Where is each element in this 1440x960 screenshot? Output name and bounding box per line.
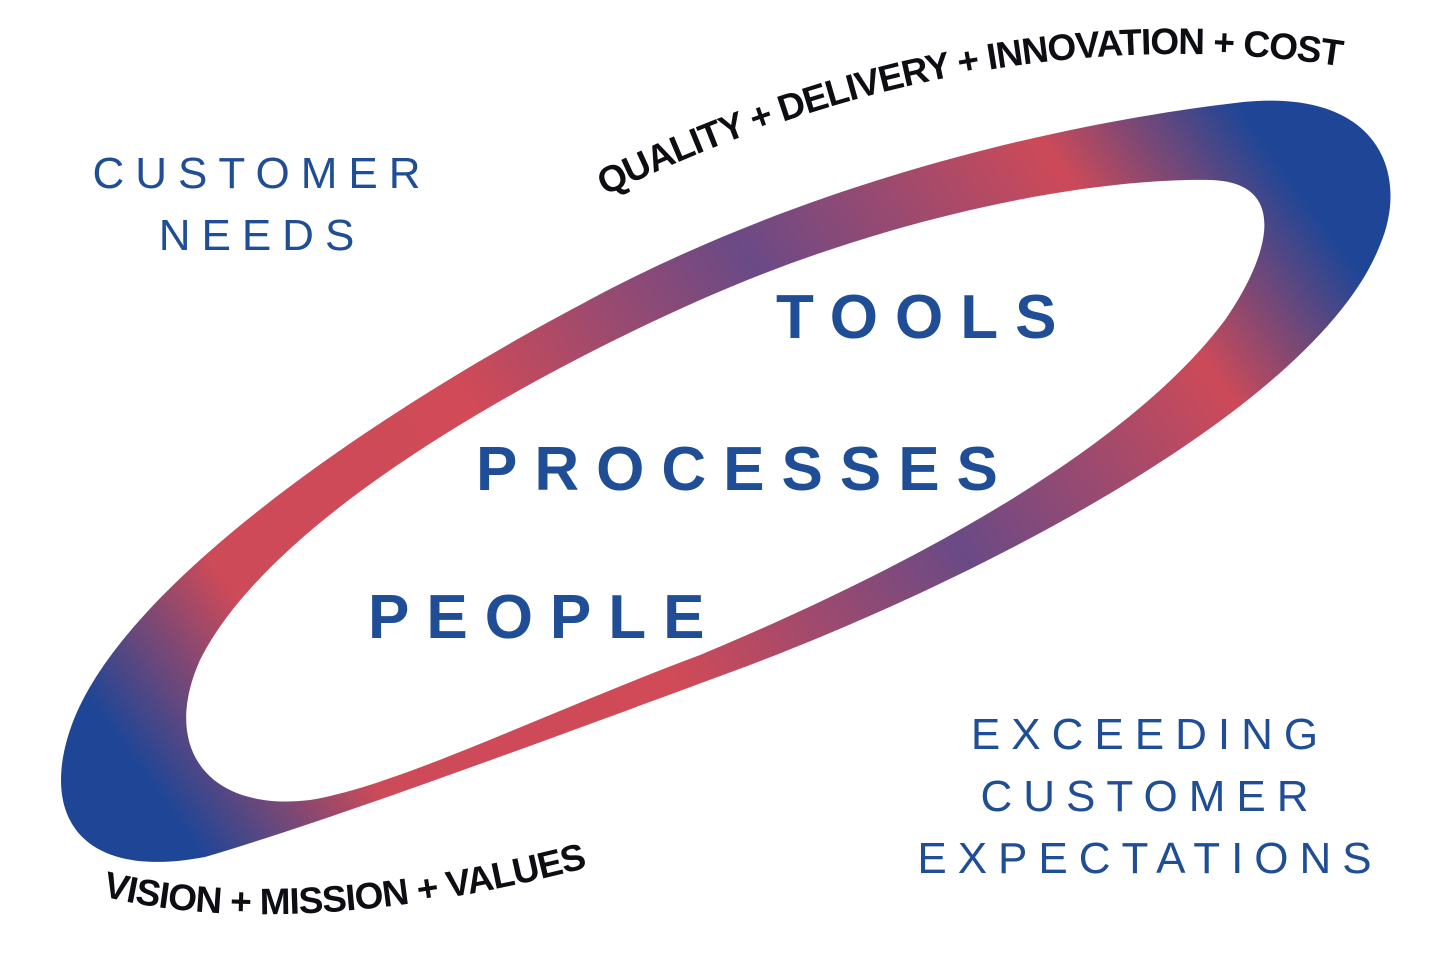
exceeding-expectations-line-1: EXCEEDING (971, 710, 1329, 759)
core-processes: PROCESSES (476, 435, 1015, 504)
exceeding-expectations-line-3: EXPECTATIONS (917, 834, 1382, 883)
core-people: PEOPLE (368, 583, 722, 652)
customer-needs-line-2: NEEDS (159, 211, 366, 260)
exceeding-expectations-line-2: CUSTOMER (981, 772, 1320, 821)
core-tools: TOOLS (776, 283, 1073, 352)
customer-needs-line-1: CUSTOMER (93, 149, 432, 198)
